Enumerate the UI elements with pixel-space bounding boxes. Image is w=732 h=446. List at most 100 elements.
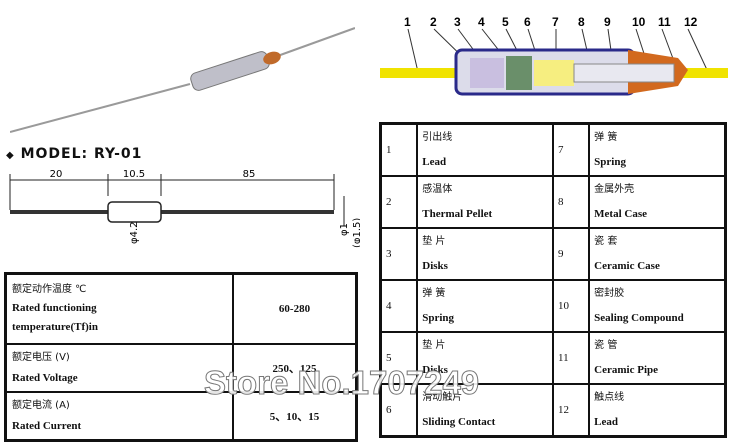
part-leader-line xyxy=(687,28,709,73)
spec-row: 额定电流 (A) Rated Current 5、10、15 xyxy=(4,390,358,441)
spec-label-en: Rated Current xyxy=(12,419,82,432)
spec-label-en-2: temperature(Tf)in xyxy=(12,321,98,334)
part-name-en: Sealing Compound xyxy=(594,312,684,324)
part-name-zh: 弹 簧 xyxy=(422,288,446,299)
part-name-zh: 触点线 xyxy=(594,392,625,403)
part-number: 4 xyxy=(379,279,419,333)
dim-lead-dia: φ1 xyxy=(339,223,350,236)
dimension-drawing: 20 10.5 85 φ4.2 φ1 (φ1.5) xyxy=(9,169,360,248)
fuse-photo xyxy=(10,27,355,133)
part-description: 瓷 套 Ceramic Case xyxy=(588,227,727,281)
part-number-label: 7 xyxy=(552,15,559,29)
part-description: 弹 簧 Spring xyxy=(588,122,727,177)
part-name-en: Ceramic Pipe xyxy=(594,364,659,376)
spec-label: 额定电流 (A) Rated Current xyxy=(4,390,234,441)
part-name-zh: 金属外壳 xyxy=(594,184,635,195)
sliding-contact xyxy=(534,60,574,86)
thermal-pellet xyxy=(470,58,504,88)
spec-label-zh: 额定电流 (A) xyxy=(12,399,70,411)
part-number-label: 3 xyxy=(454,15,461,29)
spec-value: 250、125 xyxy=(232,342,358,393)
part-name-en: Sliding Contact xyxy=(422,416,496,428)
dim-lead-left: 20 xyxy=(50,169,63,180)
part-name-zh: 瓷 管 xyxy=(594,340,618,351)
part-description: 金属外壳 Metal Case xyxy=(588,175,727,229)
part-name-en: Spring xyxy=(594,156,626,168)
part-description: 引出线 Lead xyxy=(416,122,554,177)
part-name-zh: 滑动触片 xyxy=(422,392,463,403)
part-number: 11 xyxy=(551,331,591,385)
part-name-en: Metal Case xyxy=(594,208,648,220)
part-number: 12 xyxy=(551,383,591,438)
part-name-en: Disks xyxy=(422,364,448,376)
part-number-label: 9 xyxy=(604,15,611,29)
part-number: 10 xyxy=(551,279,591,333)
part-number-label: 6 xyxy=(524,15,531,29)
part-number-label: 2 xyxy=(430,15,437,29)
spec-value: 60-280 xyxy=(232,272,358,345)
part-leader-line xyxy=(407,28,419,73)
part-number-label: 1 xyxy=(404,15,411,29)
fuse-photo-seal xyxy=(263,51,281,65)
part-number: 2 xyxy=(379,175,419,229)
ceramic-pipe xyxy=(573,63,675,83)
dim-body: 10.5 xyxy=(123,169,145,180)
specs-table: 额定动作温度 ℃ Rated functioning temperature(T… xyxy=(4,272,358,442)
part-name-en: Lead xyxy=(422,156,447,168)
part-name-en: Lead xyxy=(594,416,619,428)
model-text: MODEL: RY-01 xyxy=(20,146,143,162)
part-description: 瓷 管 Ceramic Pipe xyxy=(588,331,727,385)
spec-label: 额定动作温度 ℃ Rated functioning temperature(T… xyxy=(4,272,234,345)
part-name-zh: 感温体 xyxy=(422,184,453,195)
disks xyxy=(506,56,532,90)
spec-label-en: Rated Voltage xyxy=(12,371,78,384)
part-name-zh: 垫 片 xyxy=(422,340,446,351)
part-number-label: 4 xyxy=(478,15,485,29)
bullet-icon: ◆ xyxy=(6,150,15,161)
dim-lead-dia-alt: (φ1.5) xyxy=(352,218,360,248)
part-name-en: Ceramic Case xyxy=(594,260,660,272)
part-name-zh: 弹 簧 xyxy=(594,132,618,143)
part-name-zh: 垫 片 xyxy=(422,236,446,247)
dim-body-dia: φ4.2 xyxy=(129,222,140,245)
lead-wire-left xyxy=(380,68,460,78)
part-name-en: Spring xyxy=(422,312,455,324)
part-number: 6 xyxy=(379,383,419,438)
part-number-label: 10 xyxy=(632,15,646,29)
spec-row: 额定电压 (V) Rated Voltage 250、125 xyxy=(4,342,358,393)
spec-label-en: Rated functioning xyxy=(12,302,97,315)
part-number: 5 xyxy=(379,331,419,385)
part-number: 9 xyxy=(551,227,591,281)
part-description: 垫 片 Disks xyxy=(416,331,554,385)
part-name-zh: 瓷 套 xyxy=(594,236,618,247)
part-name-en: Disks xyxy=(422,260,448,272)
part-number: 3 xyxy=(379,227,419,281)
part-number: 7 xyxy=(551,122,591,177)
part-name-en: Thermal Pellet xyxy=(422,208,493,220)
store-watermark: Store No.1707249 xyxy=(203,364,480,402)
part-number: 8 xyxy=(551,175,591,229)
dim-lead-right: 85 xyxy=(243,169,256,180)
part-number-label: 8 xyxy=(578,15,585,29)
part-name-zh: 引出线 xyxy=(422,132,453,143)
part-number-label: 5 xyxy=(502,15,509,29)
spec-label-zh: 额定电压 (V) xyxy=(12,351,70,363)
spec-row: 额定动作温度 ℃ Rated functioning temperature(T… xyxy=(4,272,358,345)
part-number-label: 12 xyxy=(684,15,698,29)
part-description: 触点线 Lead xyxy=(588,383,727,438)
fuse-photo-lead-left xyxy=(10,83,191,133)
part-description: 滑动触片 Sliding Contact xyxy=(416,383,554,438)
spec-value: 5、10、15 xyxy=(232,390,358,441)
part-number: 1 xyxy=(379,122,419,177)
fuse-photo-lead-right xyxy=(271,27,355,59)
model-label: ◆ MODEL: RY-01 xyxy=(6,146,142,162)
